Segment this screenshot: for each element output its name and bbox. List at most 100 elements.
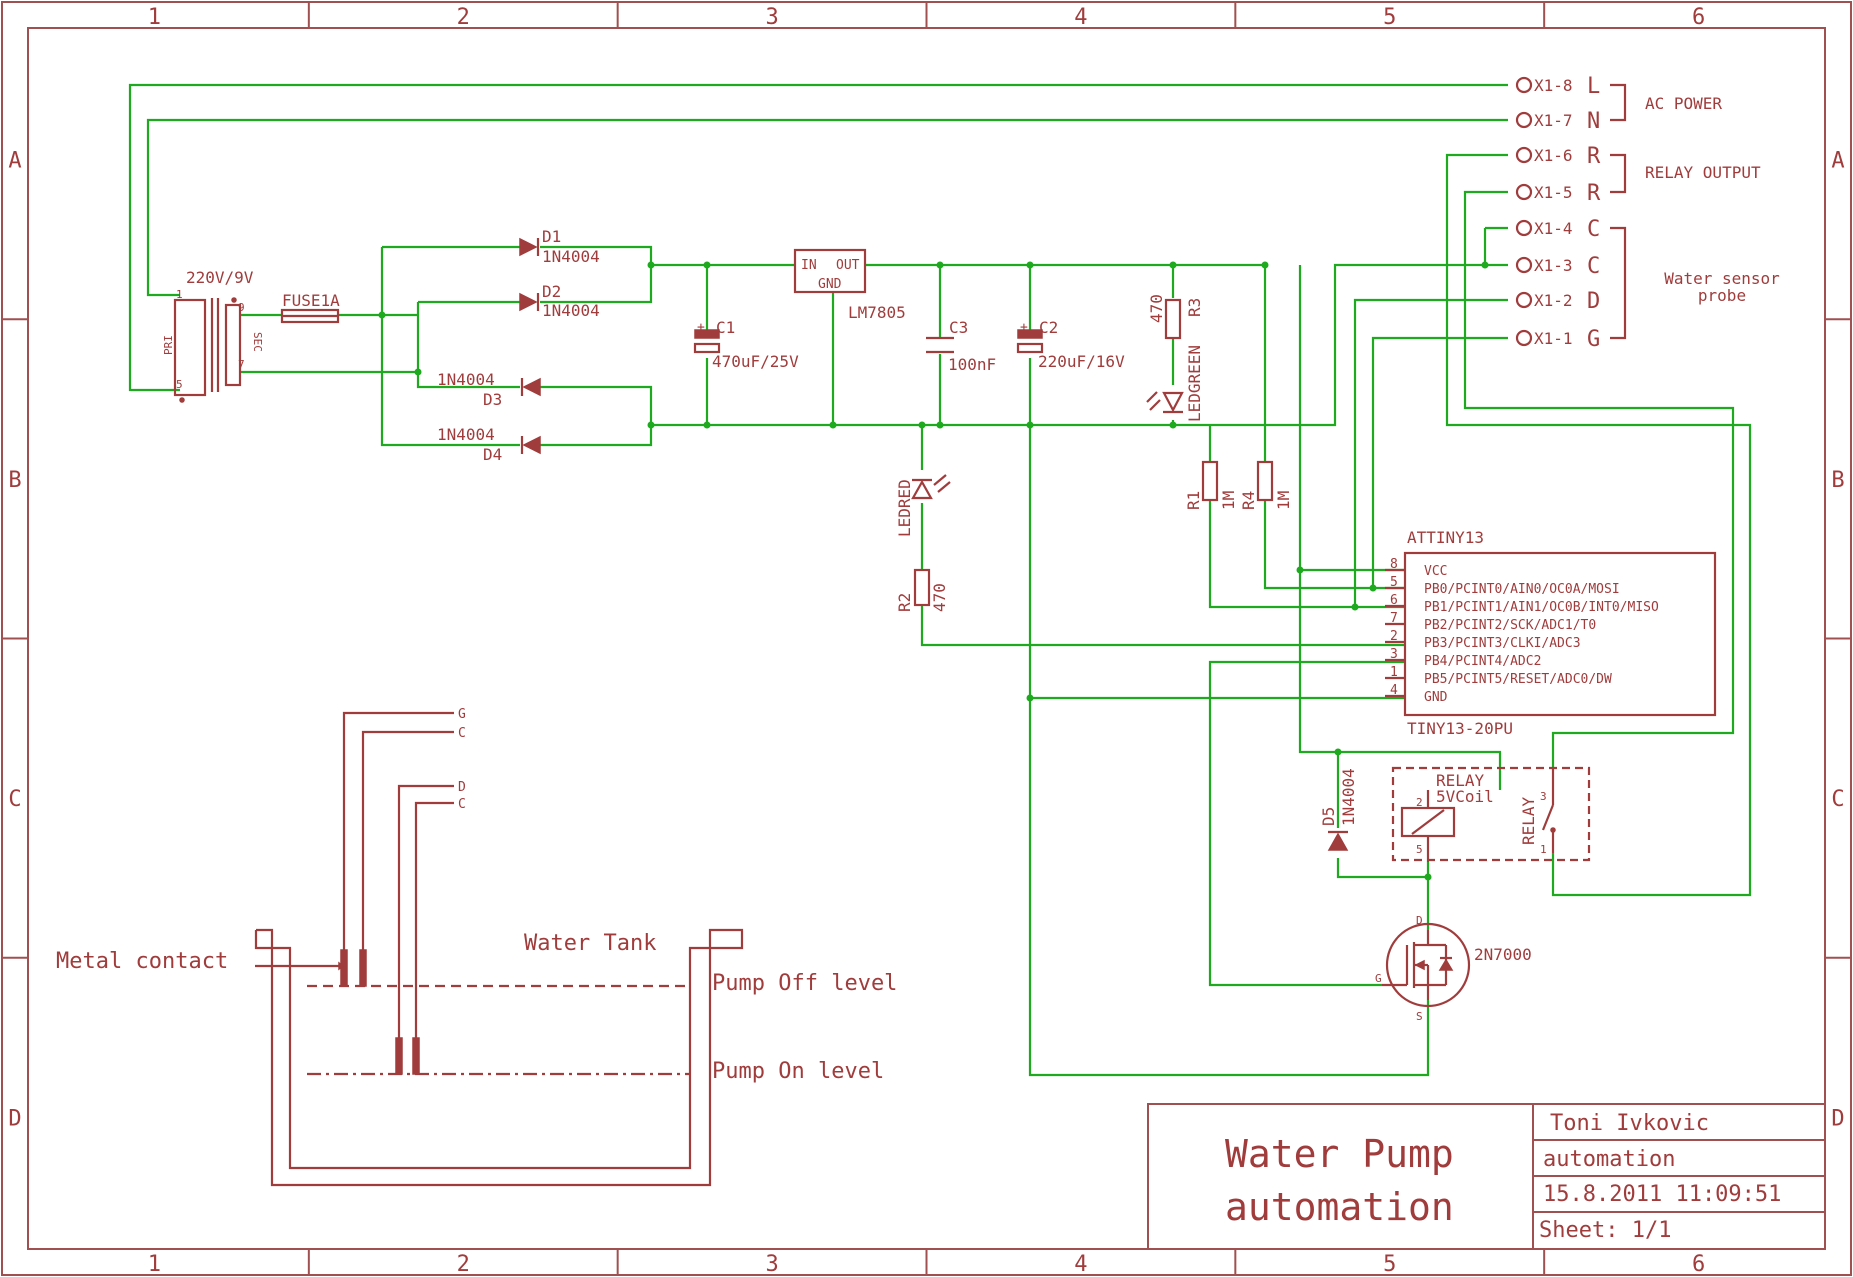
r1-name: R1	[1184, 491, 1203, 510]
mcu-pin-number: 7	[1390, 611, 1398, 626]
connector-pin-letter: G	[1587, 327, 1600, 352]
grid-col-bottom-6: 6	[1692, 1252, 1705, 1277]
resistor-r1: R1 1M	[1184, 460, 1238, 510]
grid-row-right-C: C	[1831, 787, 1844, 812]
probe-label-c2: C	[458, 797, 466, 812]
transformer-pri: PRI	[162, 335, 175, 355]
connector-pin-circle	[1515, 76, 1533, 94]
grid-col-top-3: 3	[765, 5, 778, 30]
connector-pin-letter: D	[1587, 289, 1600, 314]
connector-pin-name: X1-8	[1534, 76, 1573, 95]
diode-d4: 1N4004 D4	[437, 425, 541, 464]
connector-pin-circle	[1515, 146, 1533, 164]
c2-plus: +	[1020, 320, 1028, 335]
connector-pin-letter: N	[1587, 109, 1600, 134]
grid-row-right-A: A	[1831, 149, 1844, 174]
led-green: LEDGREEN	[1146, 345, 1204, 422]
capacitor-c1: + C1 470uF/25V	[693, 318, 799, 371]
connector-pin-name: X1-1	[1534, 329, 1573, 348]
relay-value: 5VCoil	[1436, 787, 1494, 806]
mcu-pin-label: PB1/PCINT1/AIN1/OC0B/INT0/MISO	[1424, 600, 1659, 615]
titleblock-author: Toni Ivkovic	[1550, 1111, 1709, 1136]
led-red: LEDRED	[895, 474, 951, 537]
regulator-in: IN	[801, 258, 817, 273]
d4-name: D4	[483, 445, 502, 464]
c1-name: C1	[716, 318, 735, 337]
c3-value: 100nF	[948, 355, 996, 374]
relay-pin1: 1	[1540, 843, 1547, 856]
d4-value: 1N4004	[437, 425, 495, 444]
grid-col-bottom-4: 4	[1074, 1252, 1087, 1277]
junctions	[378, 261, 1489, 881]
connector-pin-name: X1-3	[1534, 256, 1573, 275]
metal-contact-label: Metal contact	[56, 949, 228, 974]
relay-pin3: 3	[1540, 790, 1547, 803]
d5-name: D5	[1319, 807, 1338, 826]
led-green-label: LEDGREEN	[1185, 345, 1204, 422]
r3-name: R3	[1185, 298, 1204, 317]
fuse-label: FUSE1A	[282, 291, 340, 310]
r4-value: 1M	[1274, 491, 1293, 510]
mcu-pin-label: VCC	[1424, 564, 1447, 579]
d1-name: D1	[542, 227, 561, 246]
c3-name: C3	[949, 318, 968, 337]
connector-pin-letter: C	[1587, 217, 1600, 242]
mcu-pin-label: PB5/PCINT5/RESET/ADC0/DW	[1424, 672, 1612, 687]
relay-contact-label: RELAY	[1519, 796, 1538, 845]
grid-col-top-5: 5	[1383, 5, 1396, 30]
c2-value: 220uF/16V	[1038, 352, 1125, 371]
mcu-pin-number: 8	[1390, 557, 1398, 572]
relay-output-label: RELAY OUTPUT	[1645, 163, 1761, 182]
titleblock-title-line1: Water Pump	[1225, 1132, 1454, 1176]
mcu-pin-number: 5	[1390, 575, 1398, 590]
mcu-pin-label: PB2/PCINT2/SCK/ADC1/T0	[1424, 618, 1596, 633]
grid-col-top-2: 2	[457, 5, 470, 30]
mcu-value: TINY13-20PU	[1407, 719, 1513, 738]
capacitor-c3: C3 100nF	[926, 318, 996, 374]
probe-label-g: G	[458, 707, 466, 722]
mcu-pin-number: 3	[1390, 647, 1398, 662]
transformer-pin9: 9	[238, 301, 245, 314]
grid-col-bottom-5: 5	[1383, 1252, 1396, 1277]
c1-plus: +	[697, 320, 705, 335]
grid-row-left-A: A	[8, 149, 21, 174]
transformer-pin1: 1	[176, 288, 183, 301]
connector-pin-letter: R	[1587, 181, 1601, 206]
regulator-gnd: GND	[818, 277, 842, 292]
relay-pin2: 2	[1416, 796, 1423, 809]
capacitor-c2: + C2 220uF/16V	[1016, 318, 1125, 371]
water-sensor-probe-label: probe	[1698, 286, 1746, 305]
mcu-pin-label: PB4/PCINT4/ADC2	[1424, 654, 1541, 669]
mcu-pin-label: GND	[1424, 690, 1448, 705]
grid-row-left-B: B	[8, 468, 21, 493]
transformer: 220V/9V PRI SEC 1 5 9 7	[162, 268, 264, 403]
diode-d5: D5 1N4004	[1319, 768, 1358, 851]
mcu-pin-label: PB0/PCINT0/AIN0/OC0A/MOSI	[1424, 582, 1620, 597]
connector-pin-name: X1-4	[1534, 219, 1573, 238]
connector-pin-name: X1-7	[1534, 111, 1573, 130]
grid-col-top-6: 6	[1692, 5, 1705, 30]
grid-col-top-4: 4	[1074, 5, 1087, 30]
diode-d1: D1 1N4004	[519, 227, 600, 266]
d5-value: 1N4004	[1339, 768, 1358, 826]
led-red-label: LEDRED	[895, 479, 914, 537]
mosfet-name: 2N7000	[1474, 945, 1532, 964]
grid-col-bottom-2: 2	[457, 1252, 470, 1277]
resistor-r4: R4 1M	[1239, 460, 1293, 510]
grid-col-top-1: 1	[148, 5, 161, 30]
d2-value: 1N4004	[542, 301, 600, 320]
grid-col-bottom-3: 3	[765, 1252, 778, 1277]
mosfet-g: G	[1375, 972, 1382, 985]
connector-pin-letter: C	[1587, 254, 1600, 279]
connector-pin-circle	[1515, 256, 1533, 274]
mosfet-s: S	[1416, 1010, 1423, 1023]
r2-name: R2	[895, 593, 914, 612]
connector-pin-letter: L	[1587, 74, 1600, 99]
wires	[128, 83, 1752, 1077]
transformer-value: 220V/9V	[186, 268, 254, 287]
titleblock-subject: automation	[1543, 1147, 1675, 1172]
probe-label-c1: C	[458, 726, 466, 741]
mcu-pin-number: 6	[1390, 593, 1398, 608]
